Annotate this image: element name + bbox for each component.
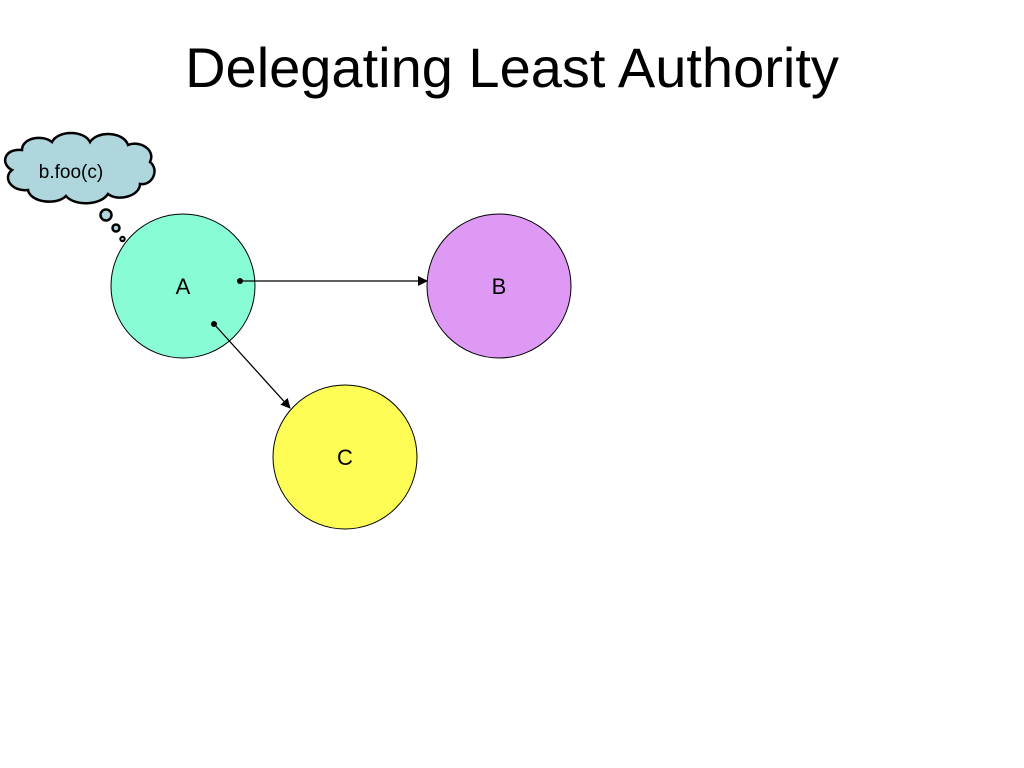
- thought-dot-large: [99, 208, 113, 222]
- node-c-circle: [272, 384, 418, 530]
- node-b-circle: [426, 213, 572, 359]
- node-a: A: [110, 213, 256, 359]
- cloud-shape: [3, 131, 156, 205]
- node-c: C: [272, 384, 418, 530]
- node-a-circle: [110, 213, 256, 359]
- slide-title: Delegating Least Authority: [185, 36, 839, 99]
- node-b: B: [426, 213, 572, 359]
- edge-a-to-c-arrow: [213, 323, 291, 409]
- edge-a-to-c: [211, 321, 291, 409]
- thought-bubble-text: b.foo(c): [39, 162, 103, 183]
- thought-bubble: b.foo(c): [3, 131, 156, 243]
- thought-dot-medium: [111, 223, 121, 233]
- node-b-label: B: [492, 274, 507, 299]
- node-c-label: C: [337, 445, 353, 470]
- node-a-label: A: [176, 274, 191, 299]
- thought-dot-small: [119, 235, 126, 243]
- edge-a-to-b: [237, 276, 428, 286]
